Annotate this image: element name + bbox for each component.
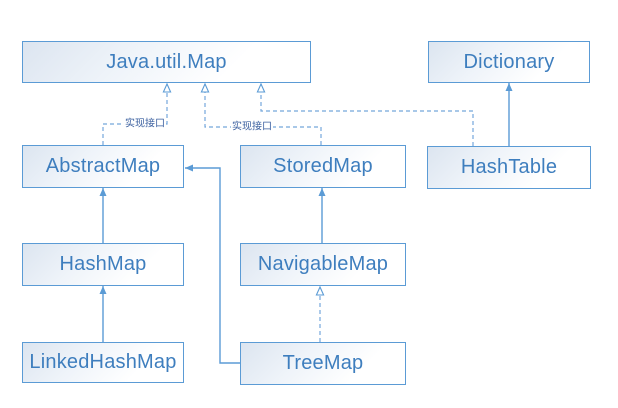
node-tree-map: TreeMap [240, 342, 406, 385]
node-label: LinkedHashMap [29, 351, 177, 373]
edge-hashtable-to-javautilmap [256, 82, 474, 146]
node-label: Dictionary [463, 50, 555, 73]
edge-label-implements: 实现接口 [231, 121, 273, 133]
node-label: AbstractMap [45, 155, 161, 177]
node-label: NavigableMap [257, 253, 389, 275]
edge-treemap-to-abstractmap [185, 164, 240, 364]
edge-label-implements: 实现接口 [124, 118, 166, 130]
node-hash-map: HashMap [22, 243, 184, 286]
edge-storedmap-to-javautilmap [200, 82, 322, 145]
node-stored-map: StoredMap [240, 145, 406, 188]
node-label: TreeMap [282, 352, 364, 374]
node-hash-table: HashTable [427, 146, 591, 189]
node-java-util-map: Java.util.Map [22, 41, 311, 83]
node-label: HashMap [59, 253, 147, 275]
edge-abstractmap-to-javautilmap [102, 82, 172, 145]
node-linked-hash-map: LinkedHashMap [22, 342, 184, 383]
node-label: StoredMap [273, 155, 373, 177]
node-label: HashTable [460, 156, 558, 178]
node-dictionary: Dictionary [428, 41, 590, 83]
node-navigable-map: NavigableMap [240, 243, 406, 286]
node-abstract-map: AbstractMap [22, 145, 184, 188]
node-label: Java.util.Map [106, 50, 227, 73]
